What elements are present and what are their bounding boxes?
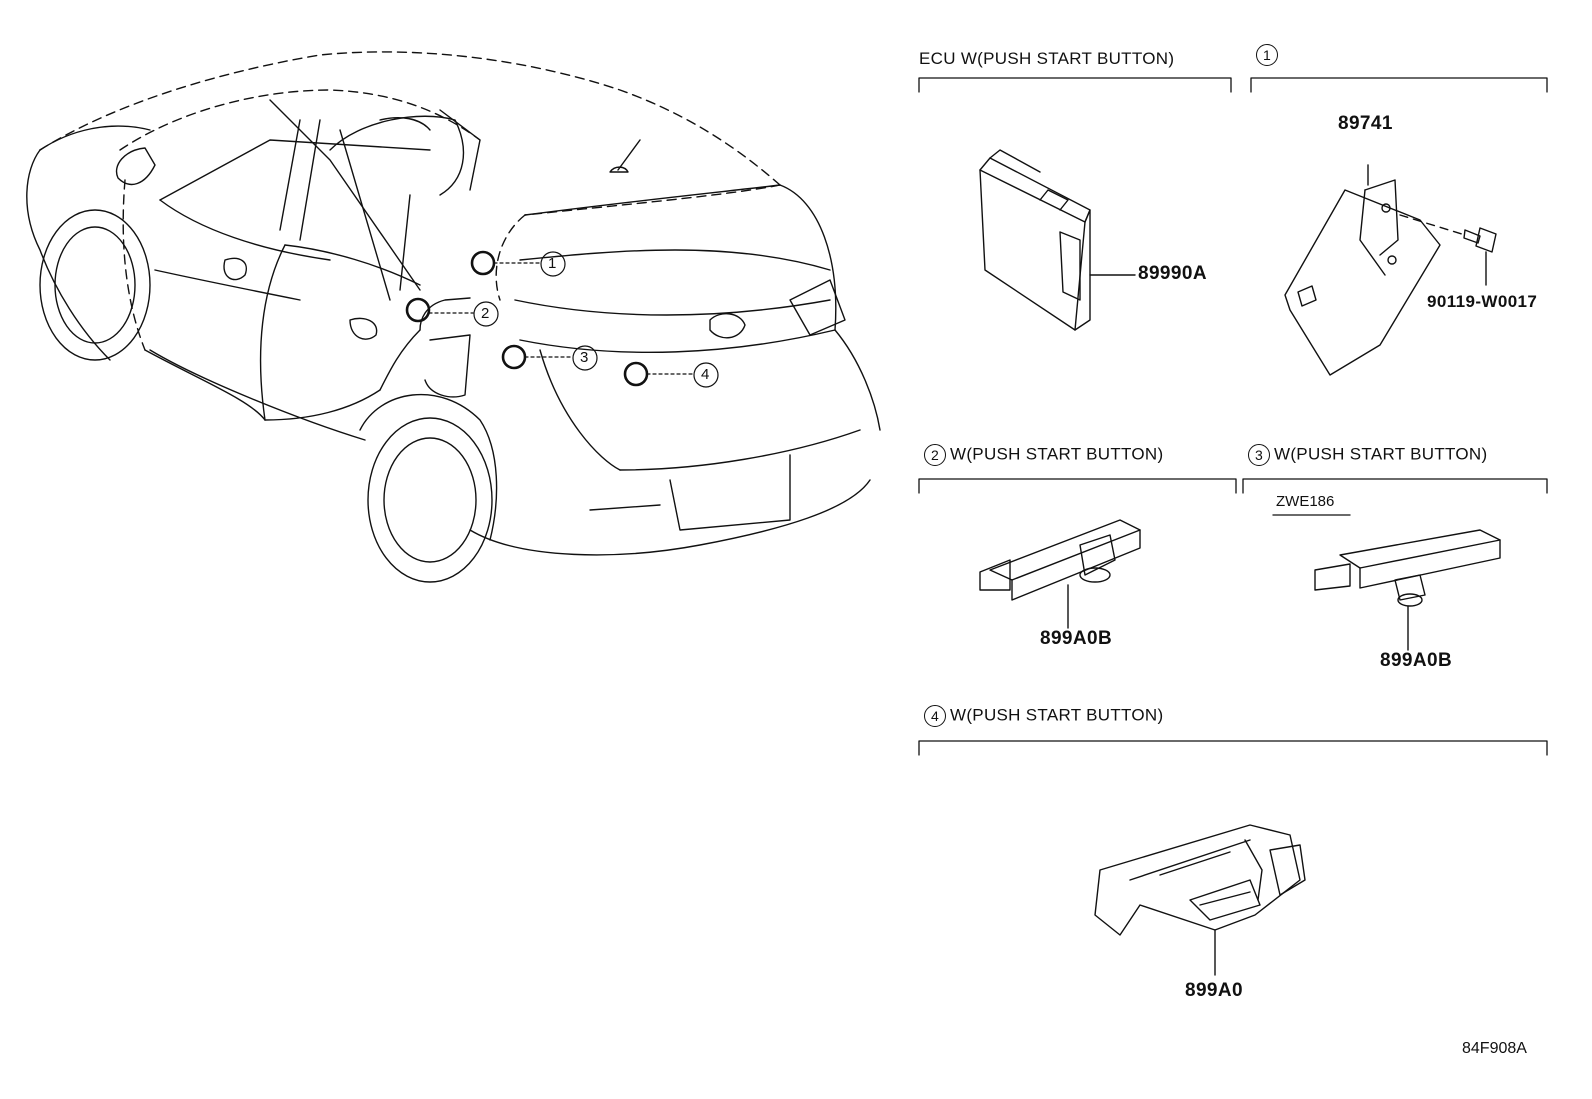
section-2-title: W(PUSH START BUTTON) [950, 444, 1164, 464]
section-1-header: 1 [1256, 44, 1282, 66]
part-number-ecu: 89990A [1138, 263, 1207, 284]
section-4-number: 4 [924, 705, 946, 727]
antenna-part-3 [1314, 529, 1501, 651]
section-brackets [918, 77, 1548, 756]
figure-code: 84F908A [1462, 1040, 1527, 1057]
callout-1: 1 [548, 255, 557, 272]
leader-lines [428, 262, 693, 375]
section-3-number: 3 [1248, 444, 1270, 466]
section-3-note: ZWE186 [1276, 493, 1335, 510]
section-ecu-title: ECU W(PUSH START BUTTON) [919, 49, 1175, 68]
section-3-title: W(PUSH START BUTTON) [1274, 444, 1488, 464]
callout-2: 2 [481, 305, 490, 322]
location-markers [405, 250, 649, 387]
part-number-bracket: 89741 [1338, 113, 1393, 134]
bracket-part [1284, 164, 1497, 376]
section-4-title: W(PUSH START BUTTON) [950, 705, 1164, 725]
part-number-antenna-2: 899A0B [1040, 628, 1113, 649]
ecu-part [979, 149, 1136, 331]
callout-4: 4 [701, 366, 710, 383]
part-number-antenna-3: 899A0B [1380, 650, 1453, 671]
antenna-part-4 [1094, 824, 1306, 976]
antenna-part-2 [979, 519, 1141, 629]
section-2-number: 2 [924, 444, 946, 466]
callout-3: 3 [580, 349, 589, 366]
callout-circles [473, 251, 719, 388]
vehicle-illustration [26, 51, 881, 583]
section-1-number: 1 [1256, 44, 1278, 66]
part-number-antenna-4: 899A0 [1185, 980, 1243, 1001]
part-number-bolt: 90119-W0017 [1427, 292, 1538, 311]
